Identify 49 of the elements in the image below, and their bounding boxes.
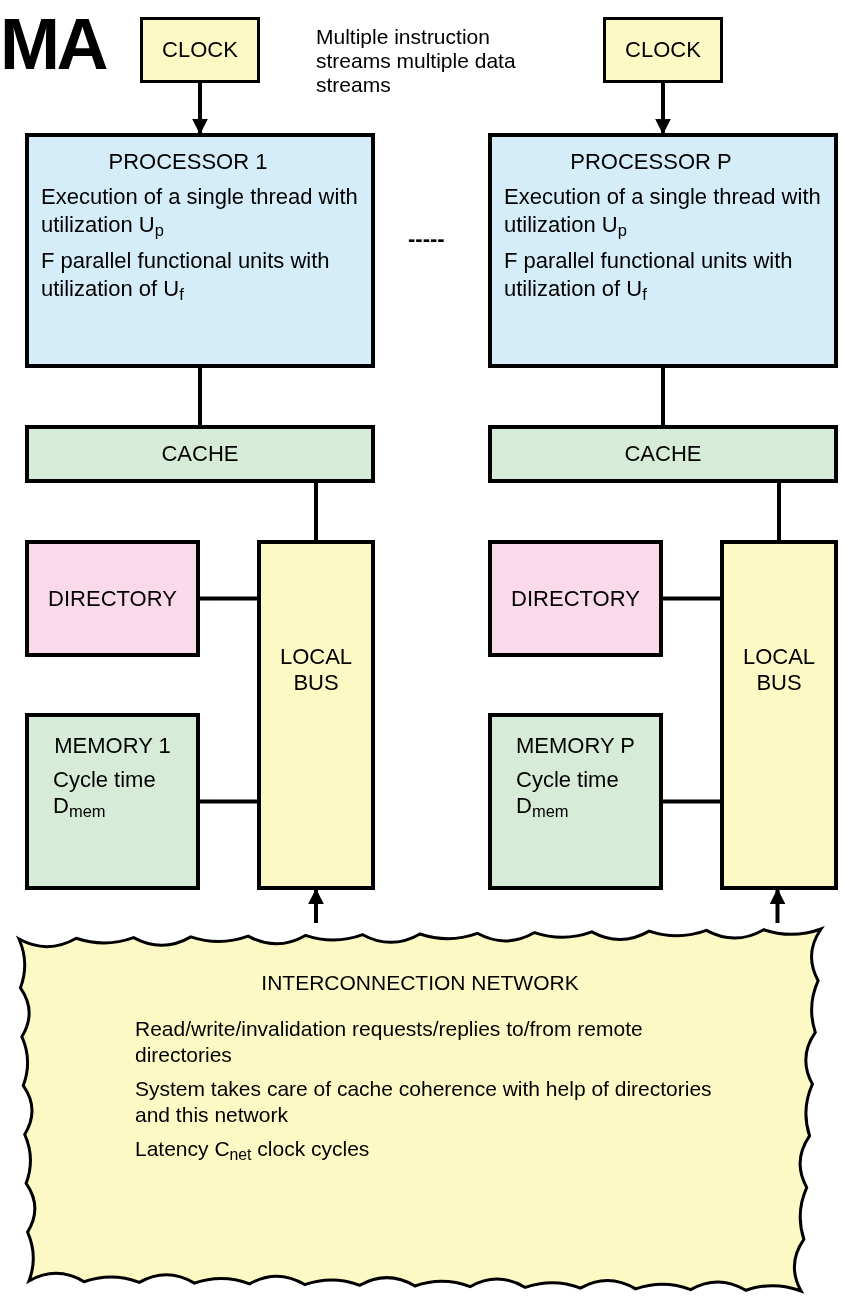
node-heading: PROCESSOR P <box>570 149 733 175</box>
node-heading: DIRECTORY <box>511 585 640 612</box>
bus-box <box>720 540 838 890</box>
node-heading: MEMORY P <box>516 733 636 759</box>
memory-box <box>25 713 200 890</box>
node-heading: CLOCK <box>625 37 701 63</box>
clock-box <box>603 17 723 83</box>
connector-line <box>663 799 720 804</box>
arrow <box>192 83 208 135</box>
connector-line <box>663 596 720 601</box>
connector-line <box>777 483 781 540</box>
connector-line <box>198 368 202 425</box>
node-text: F parallel functional units with utilization of U$_{f}$ <box>504 247 794 303</box>
node-text: Cycle time D$_{mem}$ <box>516 767 620 819</box>
processor-box <box>25 133 375 368</box>
node-text: Latency C$_{net}$ clock cycles <box>135 1136 371 1162</box>
connector-line <box>661 368 665 425</box>
note-text: Multiple instruction streams multiple data streams <box>316 25 517 97</box>
title: MA <box>0 8 105 80</box>
arrow <box>308 888 324 923</box>
node-heading: LOCAL BUS <box>278 644 354 696</box>
arrow <box>769 888 786 923</box>
cache-box <box>488 425 838 483</box>
processor-box <box>488 133 838 368</box>
node-heading: DIRECTORY <box>48 585 177 612</box>
directory-box <box>25 540 200 657</box>
node-text: System takes care of cache coherence with help of directories and this network <box>135 1076 713 1128</box>
memory-box <box>488 713 663 890</box>
node-heading: CACHE <box>624 441 702 467</box>
ellipsis-text: ----- <box>408 225 445 253</box>
node-heading: INTERCONNECTION NETWORK <box>260 970 580 996</box>
node-heading: CLOCK <box>162 37 238 63</box>
node-heading: LOCAL BUS <box>741 644 817 696</box>
node-text: Read/write/invalidation requests/replies to/from remote directories <box>135 1016 644 1068</box>
clock-box <box>140 17 260 83</box>
node-text: F parallel functional units with utilization of U$_{f}$ <box>41 247 331 303</box>
node-text: Execution of a single thread with utilization U$_{p}$ <box>504 183 822 239</box>
arrow <box>655 83 671 135</box>
node-heading: MEMORY 1 <box>54 733 172 759</box>
connector-line <box>200 799 257 804</box>
node-heading: PROCESSOR 1 <box>108 149 269 175</box>
node-text: Cycle time D$_{mem}$ <box>53 767 157 819</box>
directory-box <box>488 540 663 657</box>
node-heading: CACHE <box>161 441 239 467</box>
connector-line <box>314 483 318 540</box>
bus-box <box>257 540 375 890</box>
connector-line <box>200 596 257 601</box>
cache-box <box>25 425 375 483</box>
node-text: Execution of a single thread with utilization U$_{p}$ <box>41 183 359 239</box>
